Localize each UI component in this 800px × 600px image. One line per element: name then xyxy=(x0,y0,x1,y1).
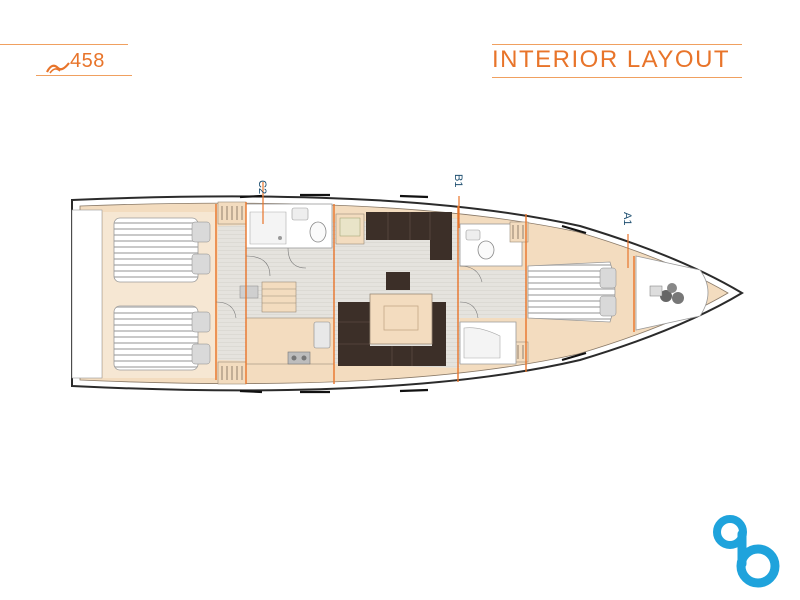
forward-bed xyxy=(527,261,616,323)
anchor-chain-icon xyxy=(649,283,684,304)
hull-windows xyxy=(239,193,587,394)
transom xyxy=(71,209,103,379)
aft-bed-port xyxy=(113,305,199,371)
cabin-label-b1: B1 xyxy=(452,174,464,187)
page-title: INTERIOR LAYOUT xyxy=(492,46,731,73)
header-rule-bottom xyxy=(36,75,132,76)
pillow xyxy=(191,311,211,333)
model-number: 458 xyxy=(70,50,105,72)
aft-bed-starboard xyxy=(113,217,199,283)
engine-box xyxy=(239,285,259,299)
washbasin xyxy=(465,229,481,241)
galley-sink xyxy=(313,321,331,349)
bulkheads xyxy=(215,202,635,384)
settee-starboard xyxy=(366,212,452,240)
settee-starboard-end xyxy=(430,238,452,260)
title-rule-bottom xyxy=(492,77,742,78)
header-rule-top xyxy=(0,44,128,45)
page-title-block: INTERIOR LAYOUT xyxy=(492,44,742,78)
cabin-label-a1: A1 xyxy=(621,212,633,225)
pillow xyxy=(191,253,211,275)
wave-logo-icon xyxy=(46,62,70,74)
pillow xyxy=(599,295,617,317)
pouf xyxy=(386,272,410,290)
washbasin xyxy=(291,207,309,221)
companionway-steps xyxy=(261,281,297,313)
pillow xyxy=(191,221,211,243)
title-rule-top xyxy=(492,44,742,45)
toilet-icon xyxy=(477,240,495,260)
toilet-icon xyxy=(309,221,327,243)
shower xyxy=(249,211,287,245)
wardrobe xyxy=(509,221,529,243)
door-swings xyxy=(215,247,483,319)
stove xyxy=(287,351,311,365)
model-header: 458 xyxy=(0,40,140,80)
pillow xyxy=(191,343,211,365)
forward-floor xyxy=(460,270,526,318)
table-leaf xyxy=(383,305,419,331)
b-brand-logo-icon xyxy=(713,515,780,588)
drain xyxy=(278,236,282,240)
chart-icon xyxy=(339,217,361,237)
settee-port xyxy=(338,302,446,366)
cabin-label-c2: C2 xyxy=(256,180,268,194)
saloon-table xyxy=(369,293,433,345)
pillow xyxy=(599,267,617,289)
